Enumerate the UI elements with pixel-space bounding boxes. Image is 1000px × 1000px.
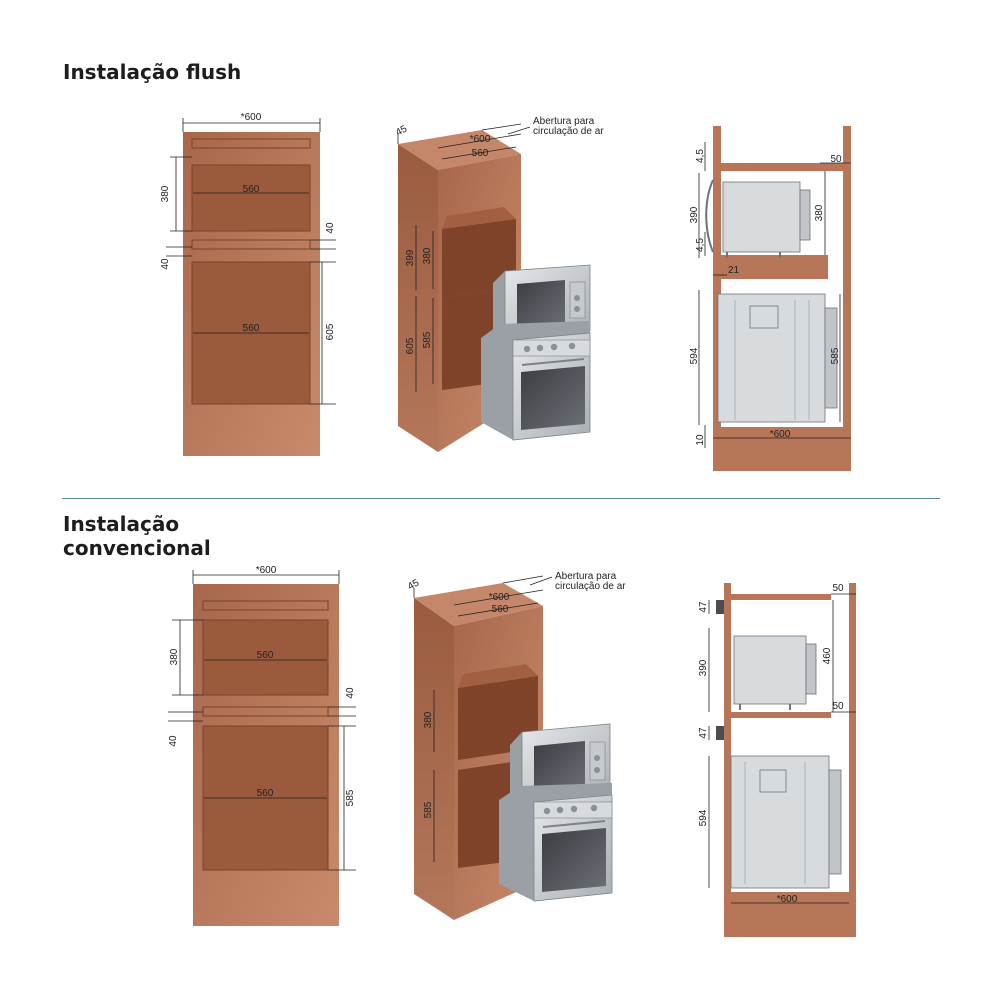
- microwave-niche: [442, 219, 516, 298]
- dim-side-4-5-bottom: 4,5: [695, 238, 706, 252]
- air-circulation-note-line1: Abertura para: [555, 571, 617, 582]
- top-vent-slot: [202, 600, 329, 611]
- dim-side-21: 21: [728, 265, 740, 276]
- dim-iso-585: 585: [423, 801, 434, 818]
- conventional-front-view: *600 380 560 40 40 560 585: [168, 565, 356, 926]
- cabinet-side: [398, 144, 438, 452]
- dim-side-390: 390: [698, 659, 709, 676]
- dim-gap-40-right: 40: [325, 222, 336, 234]
- middle-vent-gap: [716, 726, 724, 740]
- dim-side-10: 10: [695, 434, 706, 446]
- microwave-side: [733, 635, 817, 710]
- dim-iso-399: 399: [405, 249, 416, 266]
- dim-side-50-middle: 50: [832, 701, 844, 712]
- middle-vent-slot: [191, 239, 311, 250]
- dim-side-594: 594: [689, 347, 700, 364]
- cabinet-top: [398, 130, 521, 170]
- microwave-shelf: [721, 255, 828, 279]
- section-separator: [62, 498, 940, 499]
- microwave-niche: [202, 619, 329, 696]
- flush-side-view: 4,5 50 390 380 4,5 21 594 585 10 *600: [689, 126, 851, 471]
- air-circulation-note-line2: circulação de ar: [555, 581, 626, 592]
- cabinet-side: [414, 598, 454, 920]
- top-shelf: [731, 594, 831, 600]
- dim-iso-585: 585: [422, 331, 433, 348]
- microwave-side: [705, 179, 811, 258]
- cabinet-top: [414, 583, 543, 626]
- dim-side-50: 50: [830, 154, 842, 165]
- dim-iso-600: *600: [489, 592, 510, 603]
- microwave-control-panel: [589, 741, 606, 781]
- cabinet-front-panel: [843, 126, 851, 471]
- dim-niche-560: 560: [257, 650, 274, 661]
- dim-side-600: *600: [770, 429, 791, 440]
- base: [721, 427, 843, 471]
- dim-iso-600: *600: [470, 134, 491, 145]
- flush-installation-title: Instalação flush: [63, 60, 242, 84]
- title-line-2: convencional: [63, 536, 211, 560]
- dim-side-600: *600: [777, 894, 798, 905]
- oven-window: [542, 828, 606, 892]
- dim-oven-585: 585: [345, 789, 356, 806]
- flush-front-view: *600 380 560 40 40 560 605: [160, 112, 336, 456]
- oven-appliance: [481, 321, 591, 441]
- dim-gap-40-left: 40: [160, 258, 171, 270]
- dim-oven-560: 560: [257, 788, 274, 799]
- flush-isometric-view: 45 *600 560 Abertura para circulação de …: [394, 116, 604, 452]
- top-vent-slot: [191, 138, 311, 149]
- air-circulation-note-line1: Abertura para: [533, 116, 595, 127]
- dim-iso-605: 605: [405, 337, 416, 354]
- dim-depth-45: 45: [394, 123, 410, 138]
- dim-side-585: 585: [830, 347, 841, 364]
- dim-gap-40-right: 40: [345, 687, 356, 699]
- top-vent-gap: [716, 600, 724, 614]
- dim-width-600: *600: [256, 565, 277, 576]
- dim-width-600: *600: [241, 112, 262, 123]
- cabinet-back-panel: [724, 583, 731, 937]
- dim-iso-560: 560: [492, 604, 509, 615]
- oven-side: [730, 755, 842, 889]
- air-circulation-note-line2: circulação de ar: [533, 126, 604, 137]
- base: [731, 892, 849, 937]
- dim-iso-380: 380: [422, 247, 433, 264]
- title-line-1: Instalação: [63, 512, 180, 536]
- dim-side-460: 460: [822, 647, 833, 664]
- oven-appliance: [499, 783, 613, 902]
- cabinet-front-panel: [849, 583, 856, 937]
- dim-depth-45: 45: [406, 577, 422, 592]
- top-shelf: [721, 163, 843, 171]
- dim-side-380: 380: [814, 204, 825, 221]
- dim-side-390: 390: [689, 206, 700, 223]
- dim-side-47-top: 47: [698, 601, 709, 613]
- conventional-isometric-view: 45 *600 560 Abertura para circulação de …: [406, 571, 626, 920]
- dim-niche-380: 380: [169, 648, 180, 665]
- dim-oven-560: 560: [243, 323, 260, 334]
- microwave-niche: [191, 164, 311, 232]
- microwave-window: [534, 741, 585, 791]
- middle-vent-slot: [202, 706, 329, 717]
- conventional-side-view: 50 47 390 460 50 47 594 *600: [698, 583, 856, 937]
- oven-window: [521, 366, 585, 430]
- dim-side-4-5-top: 4,5: [695, 149, 706, 163]
- middle-shelf: [731, 712, 831, 718]
- dim-niche-380: 380: [160, 185, 171, 202]
- cabinet-back-panel: [713, 126, 721, 471]
- dim-oven-605: 605: [325, 323, 336, 340]
- dim-side-50-top: 50: [832, 583, 844, 594]
- oven-side: [717, 293, 838, 423]
- dim-iso-560: 560: [472, 148, 489, 159]
- dim-side-594: 594: [698, 809, 709, 826]
- dim-side-47-middle: 47: [698, 727, 709, 739]
- dim-niche-560: 560: [243, 184, 260, 195]
- dim-gap-40-left: 40: [168, 735, 179, 747]
- dim-iso-380: 380: [423, 711, 434, 728]
- microwave-window: [517, 280, 565, 328]
